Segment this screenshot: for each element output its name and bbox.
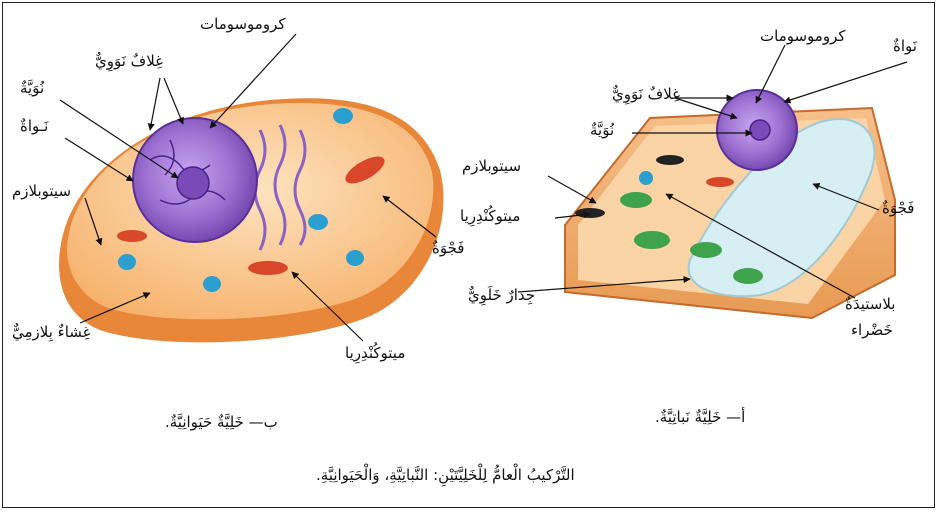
animal-mito-2	[248, 261, 288, 275]
animal-cell	[59, 98, 443, 342]
figure-title: التَّرْكيبُ الْعامُّ لِلْخَلِيَّتَيْنِ: …	[316, 466, 575, 484]
animal-vacuole-5	[346, 250, 364, 266]
label-animal-cell-membrane: غِشاءٌ بِلازمِيٌّ	[12, 324, 91, 341]
label-plant-mitochondria: ميتوكُنْدِرِيا	[460, 208, 520, 225]
label-animal-nucleus: نَـواةٌ	[20, 118, 48, 135]
label-plant-chromosomes: كروموسومات	[760, 28, 846, 45]
plant-mito-3	[706, 177, 734, 187]
animal-vacuole-3	[118, 254, 136, 270]
animal-cytoplasm	[67, 103, 433, 319]
animal-nucleolus	[177, 167, 209, 199]
animal-mito-3	[117, 230, 147, 242]
plant-mito-2	[656, 155, 684, 165]
plant-nucleolus	[750, 120, 770, 140]
caption-animal-cell: ب— خَلِيَّةٌ حَيَوانِيَّةٌ.	[165, 413, 278, 431]
label-plant-chloroplast-line2: خَضْراء	[851, 322, 893, 339]
label-animal-nucleolus: نُوَيَّةٌ	[20, 80, 44, 97]
label-animal-mitochondria: ميتوكُنْدِرِيا	[345, 345, 405, 362]
label-plant-chloroplast-line1: بلاستيدَةٌ	[845, 296, 895, 313]
label-plant-nucleus: نَواةٌ	[893, 38, 917, 55]
label-plant-vacuole: فَجْوَةٌ	[882, 200, 914, 217]
animal-vacuole-4	[203, 276, 221, 292]
label-plant-nucleolus: نُوَيَّةٌ	[590, 122, 614, 139]
label-plant-cell-wall: جِدارٌ خَلَوِيٌّ	[468, 287, 535, 304]
label-animal-nuclear-envelope: غِلافٌ نَوَوِيٌّ	[95, 53, 163, 70]
animal-vacuole-2	[308, 214, 328, 230]
plant-mito-1	[575, 208, 605, 218]
label-animal-chromosomes: كروموسومات	[200, 16, 286, 33]
plant-chloroplast-2	[634, 231, 670, 249]
label-plant-nuclear-envelope: غِلافٌ نَوَوِيٌّ	[612, 86, 680, 103]
plant-chloroplast-3	[690, 242, 722, 258]
animal-vacuole-1	[333, 108, 353, 124]
label-animal-cytoplasm: سيتوبلازم	[12, 183, 71, 200]
label-animal-vacuole: فَجْوَةٌ	[432, 240, 464, 257]
plant-cell	[565, 90, 895, 318]
plant-chloroplast-1	[620, 192, 652, 208]
label-plant-cytoplasm: سيتوبلازم	[462, 158, 521, 175]
plant-small-vacuole	[639, 171, 653, 185]
caption-plant-cell: أ— خَلِيَّةٌ نَباتِيَّةٌ.	[655, 408, 745, 426]
plant-chloroplast-4	[733, 268, 763, 284]
